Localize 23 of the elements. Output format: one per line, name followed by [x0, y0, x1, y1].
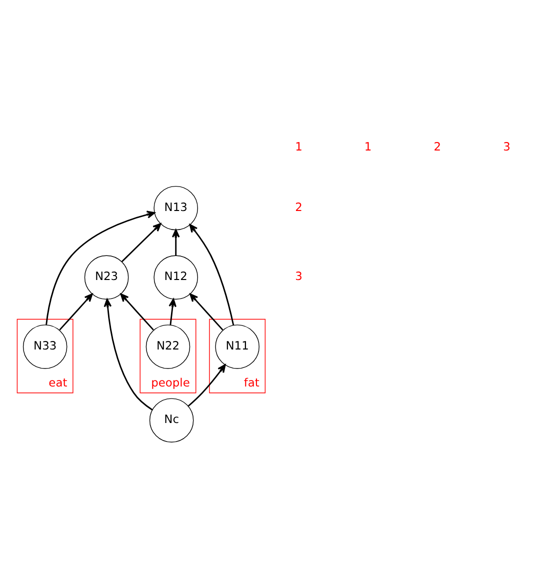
arrow — [189, 224, 234, 326]
label: 3 — [295, 269, 302, 284]
label: 2 — [295, 200, 302, 214]
label: 1 — [364, 139, 372, 154]
node-circle: N13 — [154, 186, 198, 230]
arrow — [59, 293, 93, 330]
node-circle: N33 — [22, 324, 68, 369]
arrow — [121, 223, 162, 262]
node-circle: N23 — [84, 255, 129, 300]
label: 3 — [503, 139, 510, 154]
arrow — [172, 229, 180, 256]
arrow — [168, 298, 176, 325]
arrow — [120, 293, 154, 330]
node-circle: N11 — [215, 324, 260, 369]
node-circle: Nc — [149, 398, 194, 442]
node-circle: N12 — [154, 255, 198, 300]
node-circle: N22 — [146, 324, 190, 369]
arrow — [190, 293, 224, 330]
label: 1 — [295, 139, 302, 154]
arrow — [188, 364, 226, 407]
arrow — [46, 210, 156, 325]
arrow — [104, 298, 153, 410]
label: 2 — [434, 139, 442, 154]
